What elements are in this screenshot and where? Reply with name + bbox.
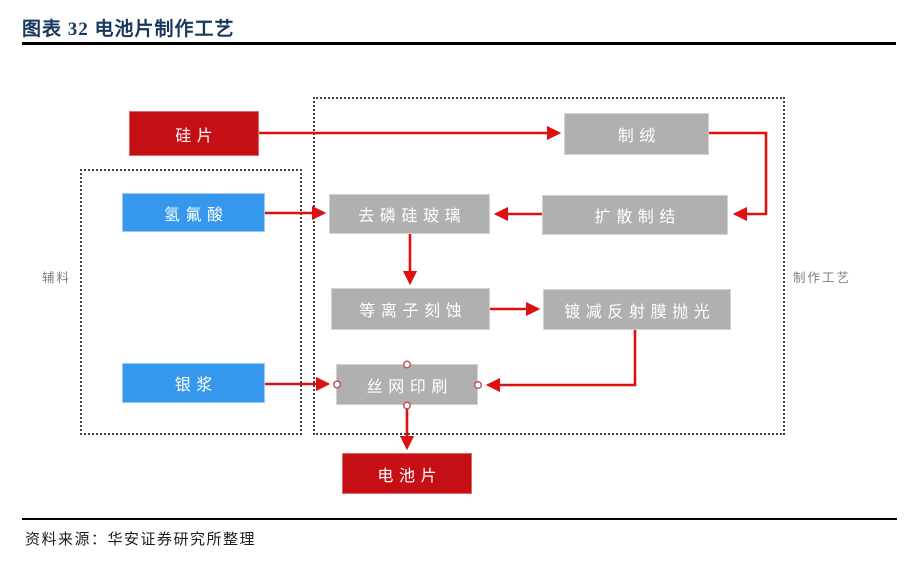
node-silver-paste-label: 银浆 <box>174 377 218 394</box>
node-hf-acid: 氢氟酸 <box>122 193 265 232</box>
node-hf-acid-label: 氢氟酸 <box>163 206 229 224</box>
node-ar-coating-label: 镀减反射膜抛光 <box>564 303 716 321</box>
node-psg-removal: 去磷硅玻璃 <box>329 194 490 234</box>
node-screen-printing: 丝网印刷 <box>336 364 478 405</box>
node-silicon-wafer: 硅片 <box>129 111 259 156</box>
figure-title: 图表 32 电池片制作工艺 <box>22 19 235 40</box>
node-texturing: 制绒 <box>564 113 709 155</box>
node-cell-label: 电池片 <box>377 467 443 485</box>
source-note: 资料来源：华安证券研究所整理 <box>25 532 257 548</box>
process-group-label: 制作工艺 <box>793 271 852 285</box>
process-group-border <box>313 97 785 435</box>
title-rule <box>22 42 896 45</box>
node-screen-printing-label: 丝网印刷 <box>366 378 453 396</box>
node-cell: 电池片 <box>342 453 472 494</box>
aux-materials-group-border <box>80 169 302 435</box>
node-plasma-etching: 等离子刻蚀 <box>331 288 490 330</box>
node-diffusion-label: 扩散制结 <box>594 209 681 226</box>
footer-rule <box>22 518 897 520</box>
node-texturing-label: 制绒 <box>617 128 661 145</box>
node-diffusion: 扩散制结 <box>542 195 728 235</box>
node-ar-coating: 镀减反射膜抛光 <box>543 289 731 330</box>
aux-materials-group-label: 辅料 <box>42 271 72 285</box>
node-silicon-wafer-label: 硅片 <box>175 127 219 145</box>
node-psg-removal-label: 去磷硅玻璃 <box>358 208 467 225</box>
node-silver-paste: 银浆 <box>122 363 265 403</box>
node-plasma-etching-label: 等离子刻蚀 <box>359 303 468 320</box>
